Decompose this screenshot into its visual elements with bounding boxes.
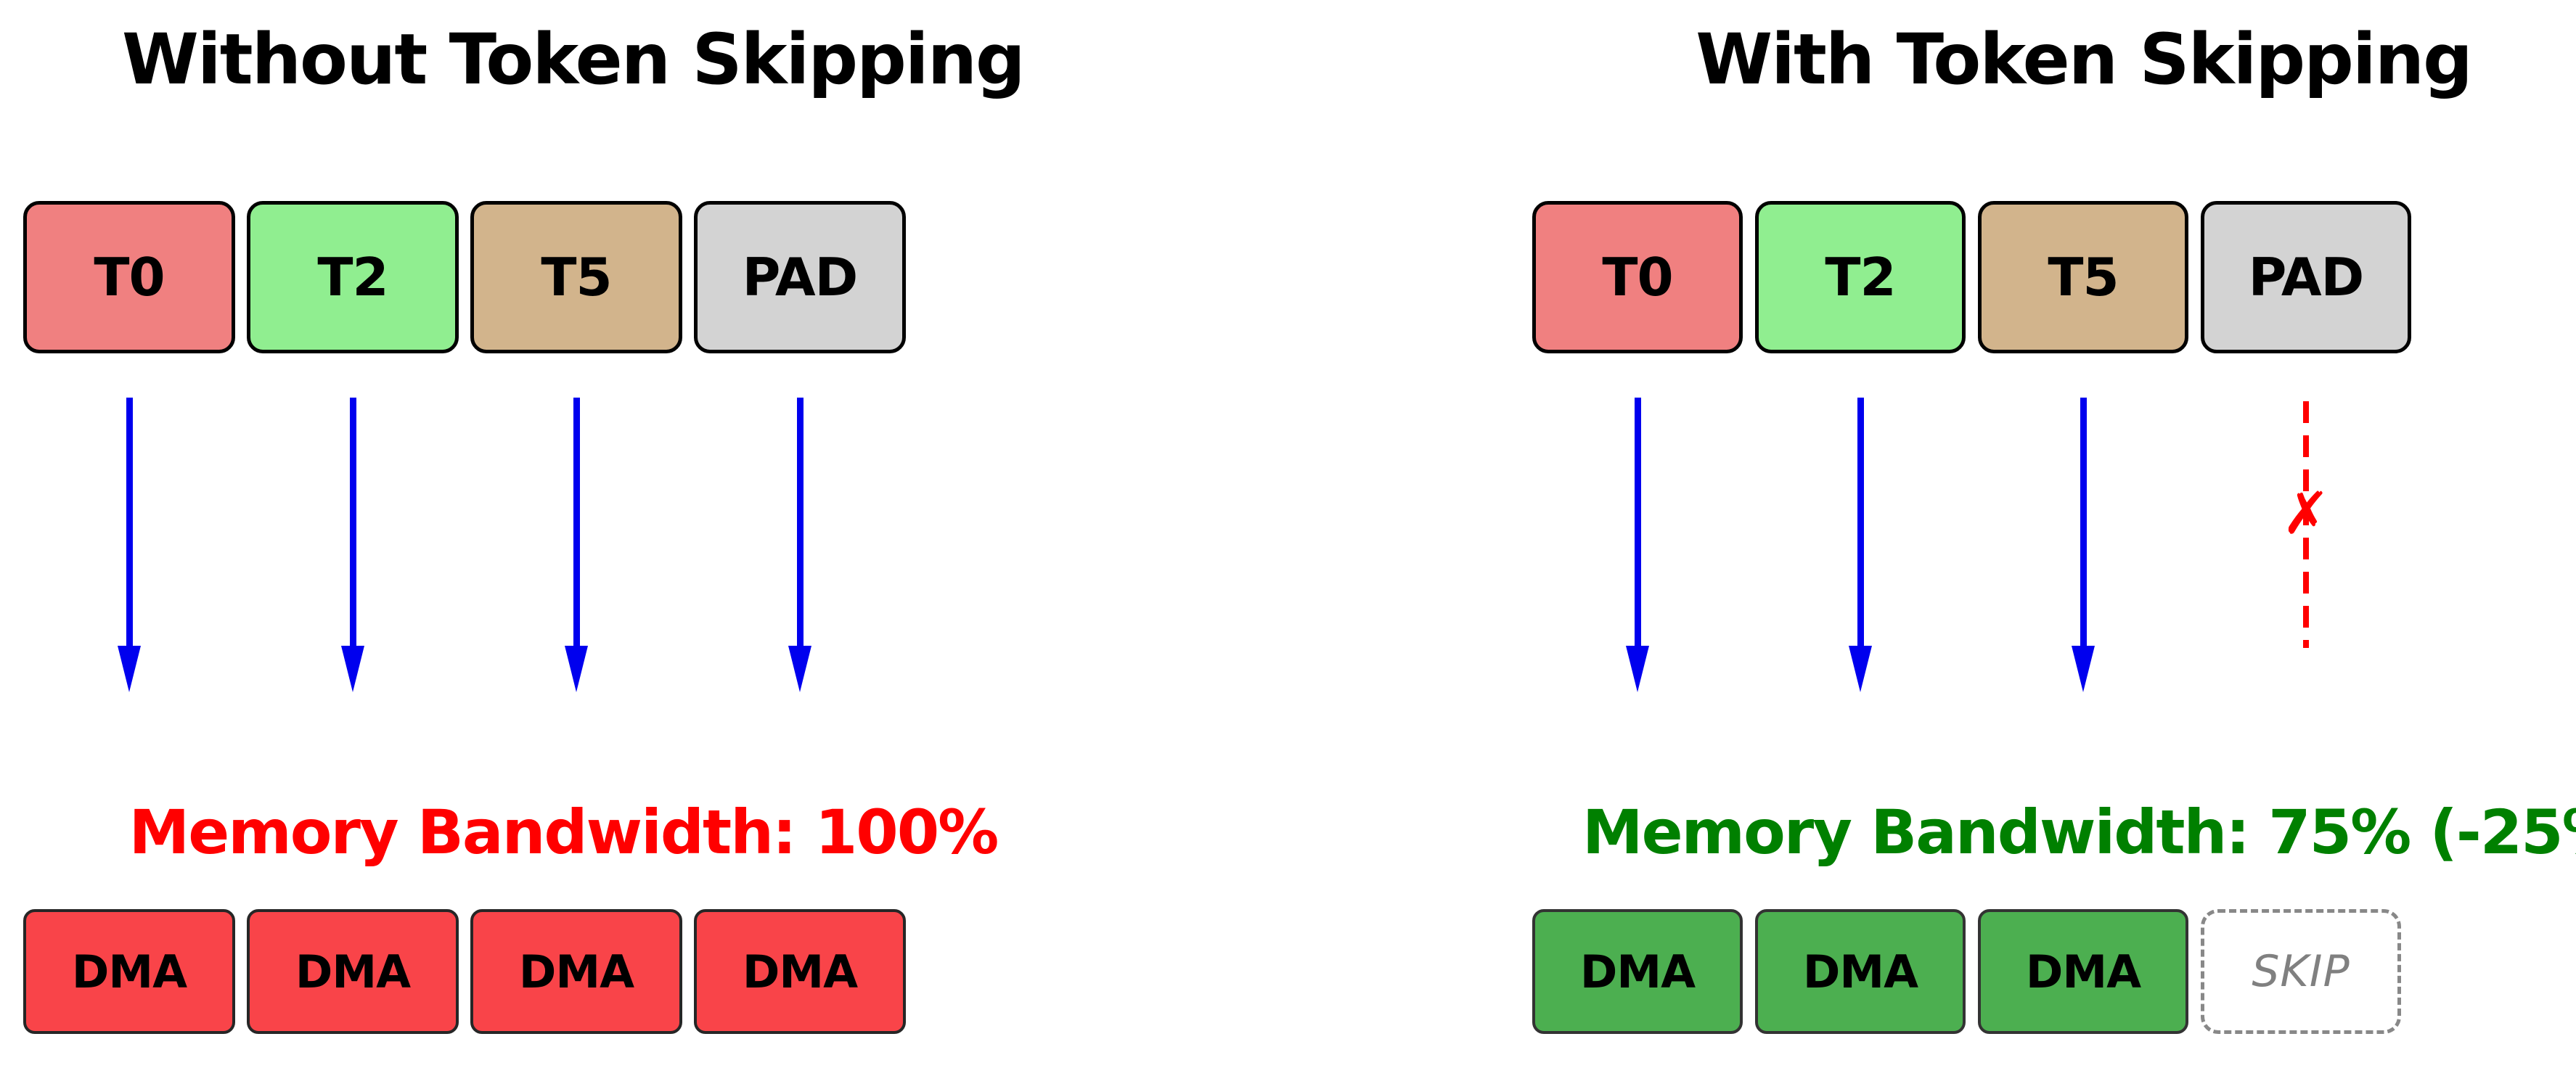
down-arrow-icon bbox=[341, 398, 364, 692]
down-arrow-icon bbox=[788, 398, 811, 692]
token-box-t0: T0 bbox=[1532, 201, 1743, 353]
dma-box: DMA bbox=[470, 909, 682, 1034]
dma-box: DMA bbox=[1532, 909, 1743, 1034]
token-label: T5 bbox=[2048, 247, 2119, 308]
down-arrow-icon bbox=[2072, 398, 2095, 692]
right-panel-title: With Token Skipping bbox=[1696, 19, 2473, 100]
dma-box: DMA bbox=[23, 909, 235, 1034]
arrow-shaft bbox=[126, 398, 133, 646]
arrow-head bbox=[118, 646, 141, 692]
skip-box: SKIP bbox=[2201, 909, 2401, 1034]
dma-label: DMA bbox=[1802, 945, 1918, 998]
arrow-head bbox=[341, 646, 364, 692]
dma-box: DMA bbox=[1755, 909, 1966, 1034]
arrow-head bbox=[565, 646, 588, 692]
arrow-head bbox=[2072, 646, 2095, 692]
dma-box: DMA bbox=[247, 909, 459, 1034]
down-arrow-icon bbox=[565, 398, 588, 692]
arrow-shaft bbox=[1857, 398, 1864, 646]
skipped-transfer-dashed-line bbox=[2303, 401, 2309, 648]
left-panel-title: Without Token Skipping bbox=[122, 19, 1026, 100]
down-arrow-icon bbox=[1626, 398, 1649, 692]
arrow-shaft bbox=[2080, 398, 2087, 646]
arrow-head bbox=[1849, 646, 1872, 692]
dma-box: DMA bbox=[1978, 909, 2188, 1034]
ballot-x-icon: ✗ bbox=[2281, 480, 2331, 547]
arrow-shaft bbox=[1634, 398, 1641, 646]
token-label: T5 bbox=[541, 247, 612, 308]
token-box-t2: T2 bbox=[1755, 201, 1966, 353]
token-box-t5: T5 bbox=[470, 201, 682, 353]
arrow-shaft bbox=[796, 398, 804, 646]
dma-label: DMA bbox=[742, 945, 858, 998]
arrow-head bbox=[1626, 646, 1649, 692]
down-arrow-icon bbox=[118, 398, 141, 692]
arrow-head bbox=[788, 646, 811, 692]
token-label: T2 bbox=[1825, 247, 1896, 308]
arrow-shaft bbox=[349, 398, 356, 646]
dma-label: DMA bbox=[295, 945, 411, 998]
token-box-t0: T0 bbox=[23, 201, 235, 353]
dma-box: DMA bbox=[694, 909, 906, 1034]
arrow-shaft bbox=[573, 398, 580, 646]
left-bandwidth-caption: Memory Bandwidth: 100% bbox=[128, 797, 999, 868]
token-label: PAD bbox=[2248, 247, 2365, 308]
token-box-t2: T2 bbox=[247, 201, 459, 353]
token-box-t5: T5 bbox=[1978, 201, 2188, 353]
dma-label: DMA bbox=[518, 945, 634, 998]
token-box-pad: PAD bbox=[2201, 201, 2411, 353]
token-label: T0 bbox=[1602, 247, 1673, 308]
dma-label: DMA bbox=[2025, 945, 2141, 998]
token-label: PAD bbox=[742, 247, 859, 308]
right-bandwidth-caption: Memory Bandwidth: 75% (-25%) bbox=[1582, 797, 2576, 868]
token-label: T2 bbox=[317, 247, 388, 308]
dma-label: DMA bbox=[1579, 945, 1696, 998]
dma-label: DMA bbox=[71, 945, 187, 998]
skip-label: SKIP bbox=[2252, 946, 2350, 997]
token-label: T0 bbox=[94, 247, 165, 308]
down-arrow-icon bbox=[1849, 398, 1872, 692]
token-box-pad: PAD bbox=[694, 201, 906, 353]
